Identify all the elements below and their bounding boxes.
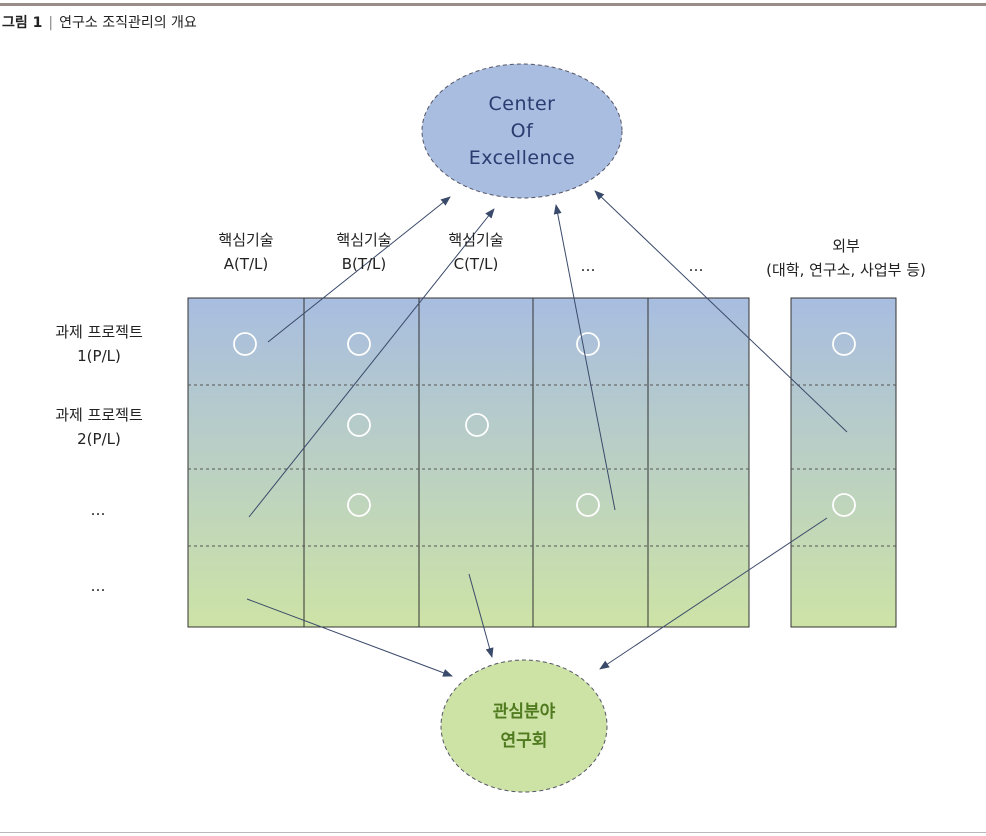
arrow-to-interest bbox=[468, 573, 494, 658]
participation-circle bbox=[347, 493, 371, 517]
participation-circle bbox=[233, 332, 257, 356]
column-header-tech-c: 핵심기술 C(T/L) bbox=[448, 231, 504, 273]
row-header-project-2: 과제 프로젝트 2(P/L) bbox=[55, 406, 143, 448]
row-header-ellipsis: … bbox=[90, 577, 106, 595]
participation-circle bbox=[832, 493, 856, 517]
column-header-external: 외부 (대학, 연구소, 사업부 등) bbox=[766, 237, 926, 279]
row-header-project-1: 과제 프로젝트 1(P/L) bbox=[55, 323, 143, 365]
arrow-to-center bbox=[553, 204, 616, 511]
participation-circle bbox=[465, 413, 489, 437]
figure-title: 연구소 조직관리의 개요 bbox=[59, 15, 197, 31]
participation-circle bbox=[347, 332, 371, 356]
row-header-ellipsis: … bbox=[90, 501, 106, 519]
center-of-excellence-label: Center Of Excellence bbox=[468, 93, 576, 169]
arrow-to-center bbox=[248, 208, 495, 518]
column-header-ellipsis: … bbox=[580, 257, 596, 275]
interest-group-ellipse bbox=[440, 659, 608, 793]
main-grid-background bbox=[187, 297, 750, 628]
figure-caption: 그림 1 | 연구소 조직관리의 개요 bbox=[2, 12, 197, 32]
interest-group-label: 관심분야 연구회 bbox=[492, 702, 556, 751]
external-column-background bbox=[790, 297, 897, 628]
arrow-to-center bbox=[594, 190, 848, 433]
center-of-excellence-ellipse bbox=[421, 63, 623, 199]
arrow-to-interest bbox=[599, 517, 828, 670]
participation-circle bbox=[576, 493, 600, 517]
caption-separator: | bbox=[48, 15, 54, 31]
top-rule bbox=[0, 3, 986, 6]
column-header-tech-a: 핵심기술 A(T/L) bbox=[218, 231, 274, 273]
figure-number: 그림 1 bbox=[2, 15, 43, 31]
participation-circle bbox=[347, 413, 371, 437]
participation-circle bbox=[832, 332, 856, 356]
arrow-to-interest bbox=[246, 598, 453, 677]
participation-circle bbox=[576, 332, 600, 356]
arrow-to-center bbox=[267, 196, 451, 343]
column-header-ellipsis: … bbox=[688, 257, 704, 275]
bottom-rule bbox=[0, 832, 986, 833]
column-header-tech-b: 핵심기술 B(T/L) bbox=[336, 231, 392, 273]
